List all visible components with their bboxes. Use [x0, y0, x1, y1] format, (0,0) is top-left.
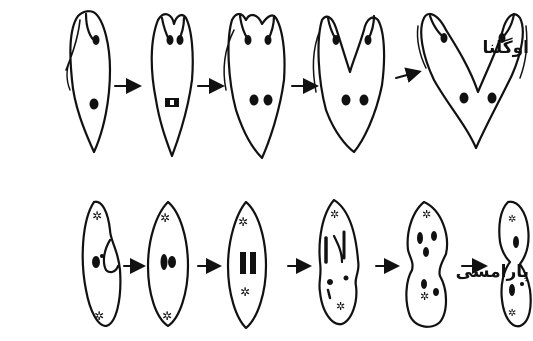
euglena-stage-3	[224, 14, 284, 158]
euglena-stage-4	[313, 16, 384, 152]
paramecium-stage-1: ✲ ✲	[83, 202, 121, 326]
arrow-icon	[396, 72, 418, 78]
euglena-row	[66, 11, 527, 158]
svg-text:✲: ✲	[160, 211, 170, 225]
paramecium-stage-3: ✲ ✲	[228, 202, 266, 328]
paramecium-stage-4: ✲ ✲	[319, 200, 358, 324]
svg-text:✲: ✲	[422, 208, 431, 221]
svg-text:✲: ✲	[508, 214, 516, 225]
svg-text:✲: ✲	[330, 208, 339, 221]
svg-text:✲: ✲	[420, 290, 429, 303]
svg-text:✲: ✲	[92, 209, 102, 223]
paramecium-stage-2: ✲ ✲	[148, 202, 188, 326]
eyespot-icon	[93, 35, 100, 45]
euglena-label: اوگلنا	[482, 38, 529, 58]
svg-text:✲: ✲	[162, 309, 172, 323]
svg-text:✲: ✲	[238, 215, 248, 229]
svg-text:✲: ✲	[508, 308, 516, 319]
euglena-stage-1	[66, 11, 110, 152]
svg-text:✲: ✲	[336, 300, 345, 313]
paramecium-stage-5: ✲ ✲	[406, 202, 447, 327]
svg-text:✲: ✲	[240, 285, 250, 299]
euglena-stage-2	[152, 14, 193, 156]
svg-text:✲: ✲	[94, 309, 104, 323]
nucleus-icon	[90, 99, 99, 110]
euglena-stage-5	[417, 14, 526, 148]
paramecium-label: پارامسی	[456, 262, 529, 282]
